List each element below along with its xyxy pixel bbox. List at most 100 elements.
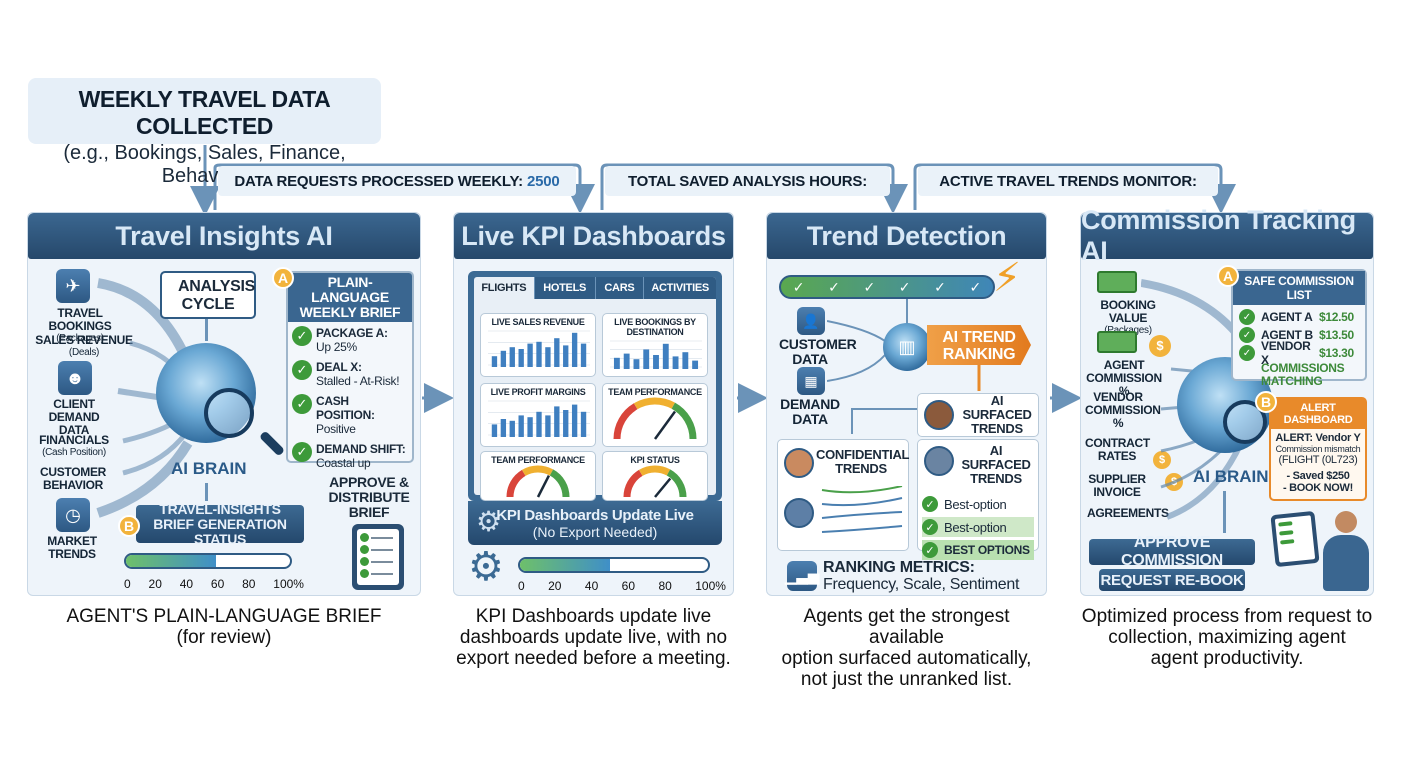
brain-down-arrow — [1223, 491, 1226, 533]
people-icon: ☻ — [58, 361, 92, 395]
demand-data-label: DEMAND DATA — [780, 396, 840, 427]
airplane-icon: ✈ — [56, 269, 90, 303]
clock-icon: ◷ — [56, 498, 90, 532]
dashboard-tabs: FLIGHTS HOTELS CARS ACTIVITIES — [474, 277, 716, 299]
banner3-loop — [913, 163, 1236, 214]
panel1-caption: AGENT'S PLAIN-LANGUAGE BRIEF (for review… — [66, 606, 382, 648]
gear-icon: ⚙ — [468, 545, 504, 589]
surfaced-trends-card-1: AI SURFACED TRENDS — [917, 393, 1039, 437]
check-icon: ✓ — [922, 519, 938, 535]
tab-cars[interactable]: CARS — [594, 277, 644, 299]
tab-hotels[interactable]: HOTELS — [533, 277, 595, 299]
bar — [554, 338, 560, 367]
status-arrow — [205, 483, 208, 501]
option-row: ✓ Best-option — [922, 517, 1034, 537]
chart-icon: ▦ — [797, 367, 825, 395]
cash-icon — [1097, 331, 1137, 353]
banner-saved-hours-label: TOTAL SAVED ANALYSIS HOURS: — [627, 172, 868, 190]
approve-distribute-label: APPROVE & DISTRIBUTE BRIEF — [328, 474, 410, 520]
tablet-icon — [352, 524, 404, 590]
check-icon: ✓ — [828, 278, 840, 295]
input-sales-revenue: SALES REVENUE (Deals) — [35, 333, 133, 359]
bar — [545, 415, 551, 437]
bar — [563, 410, 569, 437]
ranking-metrics: RANKING METRICS: Frequency, Scale, Senti… — [823, 559, 1020, 593]
gauge-segment — [613, 403, 638, 440]
check-icon: ✓ — [1239, 309, 1255, 325]
check-icon: ✓ — [922, 542, 938, 558]
gauge-needle — [536, 475, 551, 498]
input-supplier-invoice: SUPPLIER INVOICE — [1088, 472, 1146, 499]
brief-progress-fill — [126, 555, 217, 567]
brief-item: ✓ CASH POSITION:Positive — [292, 394, 408, 436]
brain-label: AI BRAIN — [171, 459, 247, 478]
widget-live-profit-margins: LIVE PROFIT MARGINS — [480, 383, 596, 447]
safe-list-row: ✓ AGENT A $12.50 — [1239, 308, 1359, 326]
check-icon: ✓ — [969, 278, 982, 295]
gear-icon: ⚙ — [476, 506, 502, 537]
gauge-segment — [671, 402, 697, 440]
banner-data-requests: DATA REQUESTS PROCESSED WEEKLY: 2500 — [218, 166, 576, 196]
brief-progress-bar — [124, 553, 292, 569]
commissions-matching: COMMISSIONS MATCHING — [1261, 361, 1345, 388]
safe-list-title: SAFE COMMISSION LIST — [1233, 271, 1365, 305]
check-icon: ✓ — [292, 326, 312, 346]
request-rebook-button[interactable]: REQUEST RE-BOOK — [1099, 569, 1245, 591]
bar — [527, 343, 533, 367]
bar — [500, 350, 507, 367]
gauge-segment — [521, 465, 554, 477]
magnifier-handle-icon — [258, 430, 286, 457]
gauge-needle — [653, 410, 676, 440]
gauge-segment — [633, 397, 675, 410]
input-customer-behavior: CUSTOMER BEHAVIOR — [39, 465, 107, 492]
bar — [613, 357, 620, 369]
trend-check-strip: ✓✓✓✓✓✓ — [779, 275, 995, 299]
safe-list-badge-a: A — [1217, 265, 1239, 287]
banner-saved-hours: TOTAL SAVED ANALYSIS HOURS: — [605, 166, 890, 196]
brief-badge-a: A — [272, 267, 294, 289]
panel-title: Trend Detection — [767, 213, 1046, 259]
kpi-progress-fill — [520, 559, 611, 571]
bar — [509, 347, 515, 367]
bar — [571, 332, 578, 367]
agent-figure-icon — [1269, 509, 1373, 593]
input-agreements: AGREEMENTS — [1087, 506, 1169, 520]
safe-commission-list: A SAFE COMMISSION LIST ✓ AGENT A $12.50 … — [1217, 265, 1367, 388]
check-icon: ✓ — [292, 360, 312, 380]
check-icon: ✓ — [1239, 345, 1255, 361]
panel-kpi-dashboards: Live KPI Dashboards FLIGHTS HOTELS CARS … — [453, 212, 734, 596]
bar — [536, 341, 542, 367]
banner-trends-monitor-label: ACTIVE TRAVEL TRENDS MONITOR: — [939, 172, 1197, 190]
check-icon: ✓ — [898, 278, 911, 295]
avatar — [784, 448, 814, 478]
widget-live-sales-revenue: LIVE SALES REVENUE — [480, 313, 596, 377]
input-financials: FINANCIALS (Cash Position) — [39, 433, 109, 459]
input-client-demand: CLIENT DEMAND DATA — [48, 397, 100, 437]
bar — [536, 411, 542, 437]
approve-commission-button[interactable]: APPROVE COMMISSION — [1089, 534, 1255, 569]
alert-title: ALERT DASHBOARD — [1271, 399, 1365, 429]
bar — [491, 356, 498, 367]
tab-flights[interactable]: FLIGHTS — [474, 277, 534, 299]
brain-icon — [156, 343, 256, 443]
gauge-needle — [654, 477, 672, 498]
bar — [491, 424, 498, 437]
bar — [682, 352, 689, 369]
bar — [527, 417, 533, 437]
banner-trends-monitor: ACTIVE TRAVEL TRENDS MONITOR: — [918, 166, 1218, 196]
bar — [518, 415, 524, 437]
check-icon: ✓ — [292, 442, 312, 462]
panel-title: Travel Insights AI — [28, 213, 420, 259]
panel-travel-insights: Travel Insights AI ✈ TRAVEL BOOKINGS (Pa… — [27, 212, 421, 596]
generation-status-box: TRAVEL-INSIGHTS BRIEF GENERATION STATUS — [136, 501, 304, 546]
option-row: ✓ BEST OPTIONS — [922, 540, 1034, 560]
tab-activities[interactable]: ACTIVITIES — [643, 277, 716, 299]
update-live-box: KPI Dashboards Update Live (No Export Ne… — [468, 501, 722, 545]
widget-team-performance-2: TEAM PERFORMANCE — [480, 451, 596, 501]
confidential-trends-card: CONFIDENTIAL TRENDS — [777, 439, 909, 551]
team-performance-gauge-2 — [506, 465, 570, 498]
status-badge-b: B — [118, 515, 140, 537]
input-agent-commission: AGENT COMMISSION % — [1086, 358, 1162, 398]
